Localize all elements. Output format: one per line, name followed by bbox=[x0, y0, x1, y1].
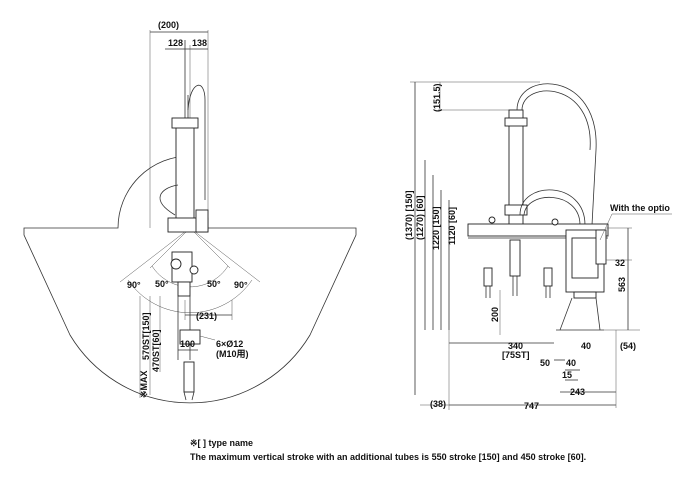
angle-50-right: 50° bbox=[207, 279, 221, 289]
dim-1370: (1370) [150] bbox=[404, 190, 414, 240]
dim-200: (200) bbox=[158, 20, 179, 30]
ray-50-right bbox=[189, 227, 231, 269]
ray-50-left bbox=[149, 227, 191, 269]
swing-area bbox=[23, 155, 357, 404]
gripper-pos-right bbox=[543, 267, 553, 287]
left-view: (200) 128 138 90° 50° 50° 90° (231) 100 … bbox=[23, 20, 357, 404]
gripper-bottom bbox=[183, 361, 195, 393]
hole-note: (M10用) bbox=[216, 349, 249, 359]
dim-38: (38) bbox=[430, 399, 446, 409]
dim-100: 100 bbox=[180, 339, 195, 349]
stroke-470: 470ST[60] bbox=[151, 329, 161, 372]
stroke-570: 570ST[150] bbox=[141, 312, 151, 360]
dim-32: 32 bbox=[615, 258, 625, 268]
dim-563: 563 bbox=[617, 277, 627, 292]
dim-747: 747 bbox=[524, 401, 539, 411]
arm-post bbox=[175, 119, 195, 229]
dim-340: 340 bbox=[508, 341, 523, 351]
angle-50-left: 50° bbox=[155, 279, 169, 289]
cable bbox=[187, 84, 206, 200]
dim-231: (231) bbox=[196, 311, 217, 321]
dim-151-5: (151.5) bbox=[432, 83, 442, 112]
cable-lower bbox=[159, 184, 179, 216]
dim-40-b: 40 bbox=[581, 341, 591, 351]
max-mark: ※MAX bbox=[139, 370, 149, 398]
ray-90-right bbox=[189, 227, 261, 283]
ray-90-left bbox=[119, 227, 191, 283]
lower-cable bbox=[519, 189, 586, 226]
dim-1220: 1220 [150] bbox=[431, 206, 441, 250]
dim-75st: [75ST] bbox=[502, 350, 530, 360]
dim-1120: 1120 [60] bbox=[447, 207, 457, 245]
overhead-cable bbox=[516, 83, 597, 226]
dim-40-a: 40 bbox=[566, 358, 576, 368]
footnote-max-stroke: The maximum vertical stroke with an addi… bbox=[190, 452, 587, 462]
right-view: (151.5) (1370) [150] (1270) [60] 1220 [1… bbox=[404, 81, 672, 411]
dim-1270: (1270) [60] bbox=[415, 195, 425, 240]
dim-138: 138 bbox=[192, 38, 207, 48]
dim-50: 50 bbox=[540, 358, 550, 368]
dim-54: (54) bbox=[620, 341, 636, 351]
dim-128: 128 bbox=[168, 38, 183, 48]
dim-200-side: 200 bbox=[490, 307, 500, 322]
dim-15: 15 bbox=[562, 370, 572, 380]
hole-spec: 6×Ø12 bbox=[216, 339, 243, 349]
footnote-type-name: ※[ ] type name bbox=[190, 438, 254, 448]
angle-90-left: 90° bbox=[127, 280, 141, 290]
base-plate bbox=[179, 329, 201, 345]
gripper-pos-center bbox=[509, 239, 521, 277]
gripper-pos-left bbox=[483, 267, 493, 287]
option-label: With the optio bbox=[610, 203, 670, 213]
angle-90-right: 90° bbox=[234, 280, 248, 290]
dim-243: 243 bbox=[570, 387, 585, 397]
